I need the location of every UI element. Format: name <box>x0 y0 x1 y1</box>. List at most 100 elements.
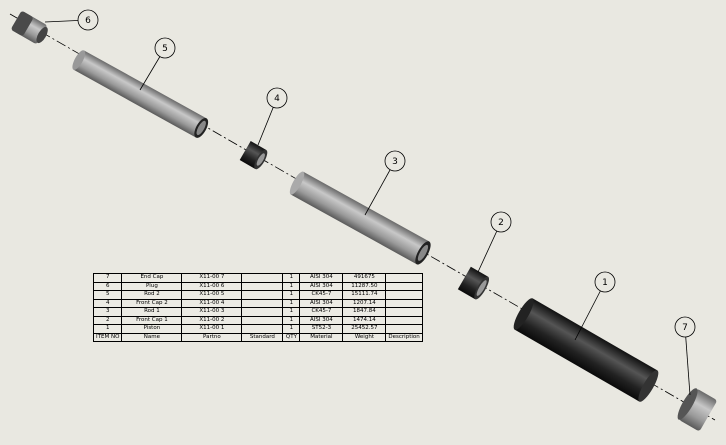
bom-cell: 491675 <box>342 273 387 283</box>
bom-cell <box>385 290 423 300</box>
bom-cell <box>385 315 423 325</box>
bom-cell: Front Cap 1 <box>121 315 183 325</box>
bom-cell: 11287.50 <box>342 281 387 291</box>
balloon-circle <box>154 37 176 59</box>
bom-cell: AISI 304 <box>299 273 344 283</box>
bom-cell: Weight <box>342 332 387 342</box>
balloon-circle <box>266 87 288 109</box>
bom-cell: AISI 304 <box>299 281 344 291</box>
balloon-number: 7 <box>682 323 688 333</box>
bom-cell <box>385 281 423 291</box>
bom-cell: 5 <box>92 290 123 300</box>
bom-cell: 4 <box>92 298 123 308</box>
part-7-end-cap <box>677 388 717 431</box>
bom-cell <box>385 273 423 283</box>
bom-cell: CK45-7 <box>299 290 344 300</box>
bom-cell: 1847.84 <box>342 307 387 317</box>
bom-cell <box>241 290 284 300</box>
bom-cell: ST52-3 <box>299 324 344 334</box>
bom-cell <box>385 298 423 308</box>
bom-cell: 2 <box>92 315 123 325</box>
bom-cell: 6 <box>92 281 123 291</box>
balloon-2: 2 <box>477 211 512 273</box>
balloon-number: 1 <box>602 278 608 288</box>
bom-cell: AISI 304 <box>299 298 344 308</box>
balloon-6: 6 <box>44 9 99 31</box>
balloon-circle <box>490 211 512 233</box>
bom-cell: 3 <box>92 307 123 317</box>
bom-cell: 1 <box>282 324 301 334</box>
bom-cell: 1 <box>282 290 301 300</box>
bom-cell: 1 <box>282 315 301 325</box>
bom-cell <box>385 324 423 334</box>
bom-cell: Rod 1 <box>121 307 183 317</box>
bom-cell: 25452.57 <box>342 324 387 334</box>
bom-cell: X11-00 2 <box>181 315 243 325</box>
balloon-circle <box>594 271 616 293</box>
balloon-number: 2 <box>498 218 504 228</box>
bom-cell: Standard <box>241 332 284 342</box>
bom-cell: X11-00 4 <box>181 298 243 308</box>
bom-cell: Rod 2 <box>121 290 183 300</box>
part-3-rod-1 <box>289 171 431 265</box>
balloon-circle <box>674 316 696 338</box>
bom-cell: Partno <box>181 332 243 342</box>
bom-cell: 1 <box>282 273 301 283</box>
bom-cell: 7 <box>92 273 123 283</box>
bom-cell: End Cap <box>121 273 183 283</box>
bom-cell: CK45-7 <box>299 307 344 317</box>
balloon-number: 5 <box>162 44 168 54</box>
bom-cell: X11-00 5 <box>181 290 243 300</box>
bom-cell <box>385 307 423 317</box>
bom-cell: 1 <box>92 324 123 334</box>
part-6-plug <box>11 11 48 44</box>
part-2-front-cap-1 <box>457 266 490 300</box>
balloon-3: 3 <box>364 150 406 216</box>
balloon-5: 5 <box>139 37 176 91</box>
balloon-number: 4 <box>274 94 280 104</box>
balloon-number: 6 <box>85 16 91 26</box>
bom-cell: ITEM NO <box>92 332 123 342</box>
bom-cell: 15111.74 <box>342 290 387 300</box>
bom-cell: X11-00 6 <box>181 281 243 291</box>
bom-cell <box>241 307 284 317</box>
bom-cell: 1 <box>282 298 301 308</box>
bom-cell: Plug <box>121 281 183 291</box>
balloon-circle <box>384 150 406 172</box>
bom-cell <box>241 324 284 334</box>
bom-cell <box>241 273 284 283</box>
bom-cell: 1474.14 <box>342 315 387 325</box>
bom-cell: X11-00 3 <box>181 307 243 317</box>
bom-cell <box>241 298 284 308</box>
bom-cell: Front Cap 2 <box>121 298 183 308</box>
leader-line <box>574 281 606 341</box>
part-1-piston <box>513 298 659 402</box>
part-4-front-cap-2 <box>239 140 268 170</box>
bom-cell: 1 <box>282 281 301 291</box>
bom-cell: 1 <box>282 307 301 317</box>
bom-cell: X11-00 7 <box>181 273 243 283</box>
balloon-4: 4 <box>257 87 288 146</box>
part-5-rod-2 <box>72 50 209 138</box>
bom-cell: Material <box>299 332 344 342</box>
balloon-7: 7 <box>674 316 696 396</box>
balloon-1: 1 <box>574 271 616 341</box>
leader-line <box>684 326 691 396</box>
bom-cell <box>241 281 284 291</box>
bom-cell: Piston <box>121 324 183 334</box>
bom-cell: QTY <box>282 332 301 342</box>
bom-cell: 1207.14 <box>342 298 387 308</box>
bom-cell <box>241 315 284 325</box>
bom-cell: Description <box>385 332 423 342</box>
bom-cell: AISI 304 <box>299 315 344 325</box>
